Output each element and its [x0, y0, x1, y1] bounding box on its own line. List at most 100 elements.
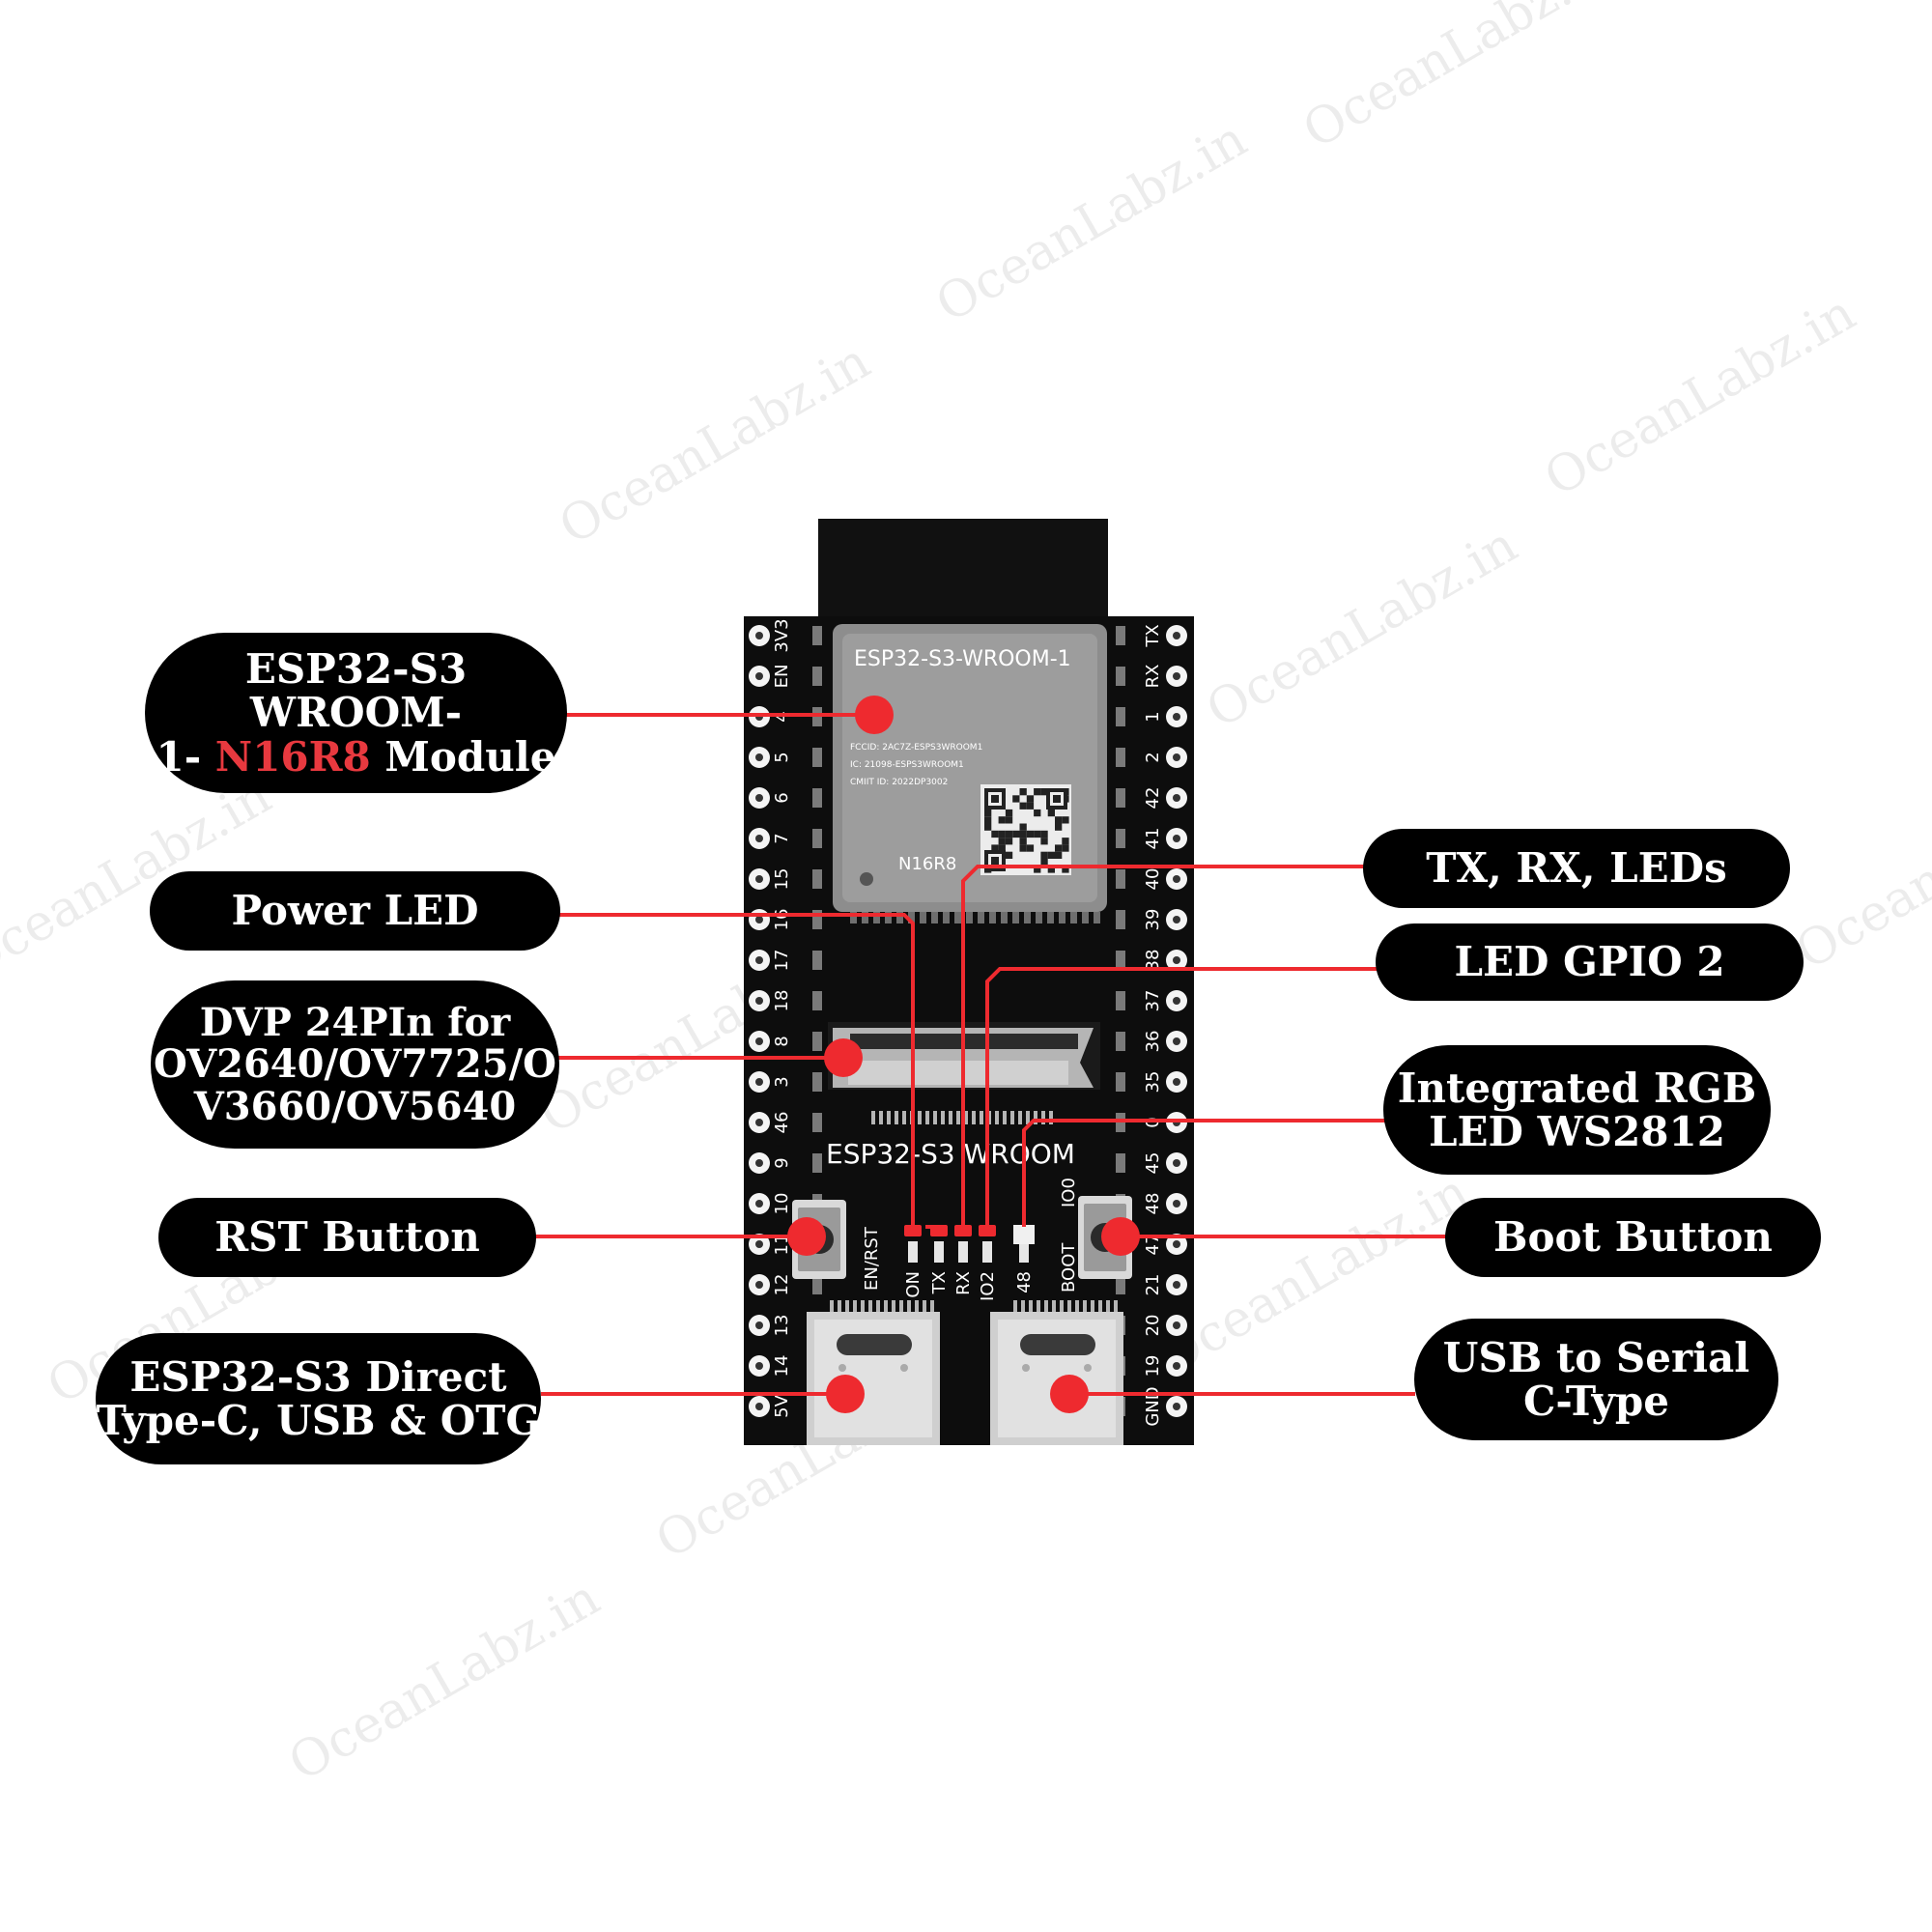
- pin-hole-center: [755, 672, 763, 680]
- qr-module: [998, 844, 1006, 852]
- qr-module: [1026, 844, 1035, 852]
- qr-finder-core: [991, 795, 999, 803]
- pin-pad: [1116, 788, 1125, 808]
- callout-dots: [787, 696, 1140, 1413]
- pin-pad: [812, 1113, 822, 1132]
- pin-pad: [812, 1275, 822, 1294]
- pin-hole-center: [1173, 1403, 1180, 1410]
- usb-pin: [845, 1300, 849, 1312]
- boot-silkscreen: BOOT: [1059, 1242, 1079, 1293]
- module-pad: [1001, 912, 1008, 923]
- pin-label: 40: [1143, 868, 1163, 891]
- module-pad: [862, 912, 868, 923]
- dvp-line2: OV2640/OV7725/O: [153, 1041, 557, 1088]
- pin-label: 47: [1143, 1234, 1163, 1256]
- callout-dvp: DVP 24PIn for OV2640/OV7725/O V3660/OV56…: [151, 980, 559, 1149]
- pin-hole-center: [1173, 1078, 1180, 1086]
- qr-module: [1005, 851, 1013, 859]
- qr-module: [1047, 851, 1055, 859]
- qr-module: [1062, 838, 1069, 845]
- pin-pad: [812, 667, 822, 686]
- pin-label: 48: [1143, 1193, 1163, 1215]
- qr-module: [1040, 830, 1048, 838]
- led-label: ON: [903, 1271, 923, 1298]
- led-label: 48: [1014, 1271, 1035, 1293]
- pin-hole-center: [1173, 1159, 1180, 1167]
- led-label: RX: [953, 1271, 974, 1295]
- pin-hole-center: [755, 1281, 763, 1289]
- pin-label: 41: [1143, 828, 1163, 850]
- pin-label: 5: [772, 752, 792, 762]
- led-indicator: [954, 1225, 972, 1236]
- usb-direct-dot: [826, 1375, 865, 1413]
- module-title: ESP32-S3-WROOM-1: [854, 647, 1071, 671]
- usb-pin: [861, 1300, 865, 1312]
- pin-label: 16: [772, 909, 792, 931]
- pin-hole-center: [755, 916, 763, 923]
- usb-pin: [1052, 1300, 1056, 1312]
- fpc-pins: [871, 1111, 1053, 1124]
- qr-module: [1005, 809, 1013, 817]
- module-pad: [989, 912, 996, 923]
- pin-hole-center: [755, 1037, 763, 1045]
- pin-hole-center: [755, 1240, 763, 1248]
- rst-silkscreen: EN/RST: [862, 1226, 882, 1291]
- direct-usb-line2: Type-C, USB & OTG: [96, 1397, 541, 1444]
- module-pad: [1094, 912, 1100, 923]
- qr-module: [998, 830, 1006, 838]
- usb-pin: [892, 1300, 895, 1312]
- qr-module: [1019, 823, 1027, 831]
- pin-label: TX: [1143, 624, 1163, 647]
- pin-label: 8: [772, 1036, 792, 1046]
- pin-pad: [1116, 1153, 1125, 1173]
- fpc-pin: [1049, 1111, 1053, 1124]
- pin-label: 37: [1143, 990, 1163, 1012]
- usb-pin: [868, 1300, 872, 1312]
- fpc-pin: [1010, 1111, 1014, 1124]
- pin-label: 13: [772, 1315, 792, 1337]
- pin-pad: [812, 626, 822, 645]
- pin-pad: [1116, 829, 1125, 848]
- pin-label: 11: [772, 1234, 792, 1256]
- fpc-pin: [1034, 1111, 1037, 1124]
- fpc-dot: [824, 1038, 863, 1077]
- module-pad: [1070, 912, 1077, 923]
- qr-module: [1019, 830, 1027, 838]
- module-pad: [1012, 912, 1019, 923]
- pin-hole-center: [755, 835, 763, 842]
- qr-module: [1040, 838, 1048, 845]
- pin-label: GND: [1143, 1386, 1163, 1426]
- usb-pin: [876, 1300, 880, 1312]
- qr-module: [991, 830, 999, 838]
- usb-c-port-serial[interactable]: [990, 1312, 1123, 1445]
- pin-hole-center: [1173, 794, 1180, 802]
- pin-pad: [812, 910, 822, 929]
- usb-pin: [838, 1300, 841, 1312]
- usb-pin: [1013, 1300, 1017, 1312]
- pin-label: 35: [1143, 1071, 1163, 1094]
- fpc-pin: [1018, 1111, 1022, 1124]
- pin-label: 15: [772, 868, 792, 891]
- pin-pad: [1116, 667, 1125, 686]
- usb-pin: [1075, 1300, 1079, 1312]
- fpc-pin: [1003, 1111, 1007, 1124]
- callout-usb-serial: USB to Serial C-Type: [1414, 1319, 1778, 1440]
- pin-pad: [812, 829, 822, 848]
- qr-module: [984, 823, 992, 831]
- pin-label: 18: [772, 990, 792, 1012]
- usb-serial-dot: [1050, 1375, 1089, 1413]
- pin-label: 17: [772, 950, 792, 972]
- module-highlight: N16R8: [214, 732, 371, 781]
- usb-pin: [1114, 1300, 1118, 1312]
- usb-c-port-direct[interactable]: [807, 1312, 940, 1445]
- qr-module: [1026, 802, 1035, 810]
- rgb-line2: LED WS2812: [1429, 1108, 1725, 1155]
- fpc-pin: [879, 1111, 883, 1124]
- module-pad: [1047, 912, 1054, 923]
- pin-hole-center: [1173, 875, 1180, 883]
- pin-hole-center: [755, 1078, 763, 1086]
- pin-hole-center: [755, 1321, 763, 1329]
- pin-hole-center: [755, 1119, 763, 1126]
- pin-pad: [812, 788, 822, 808]
